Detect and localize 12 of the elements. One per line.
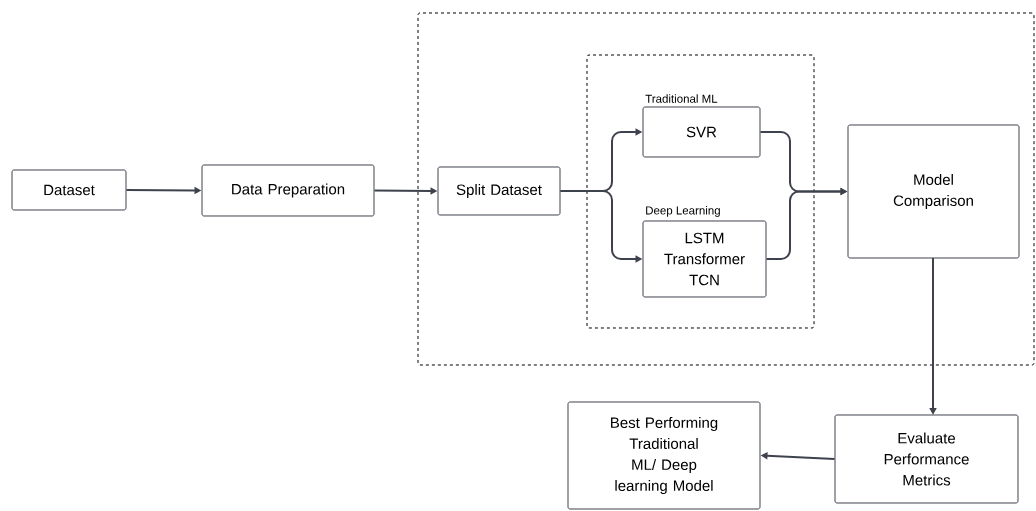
box-heading: Deep Learning bbox=[646, 206, 720, 217]
process-box: Model Comparison bbox=[847, 124, 1020, 259]
process-box: LSTM Transformer TCN bbox=[642, 220, 767, 298]
process-box: Data Preparation bbox=[201, 164, 375, 217]
process-box: Split Dataset bbox=[437, 166, 561, 216]
dashed-group-frame bbox=[417, 12, 1035, 366]
process-box: SVR bbox=[642, 106, 761, 158]
process-box: Dataset bbox=[11, 169, 127, 211]
dashed-group-frame bbox=[586, 54, 815, 329]
process-box: Best Performing Traditional ML/ Deep learning Model bbox=[567, 401, 761, 510]
box-heading: Traditional ML bbox=[645, 94, 718, 103]
process-box: Evaluate Performance Metrics bbox=[834, 414, 1019, 504]
